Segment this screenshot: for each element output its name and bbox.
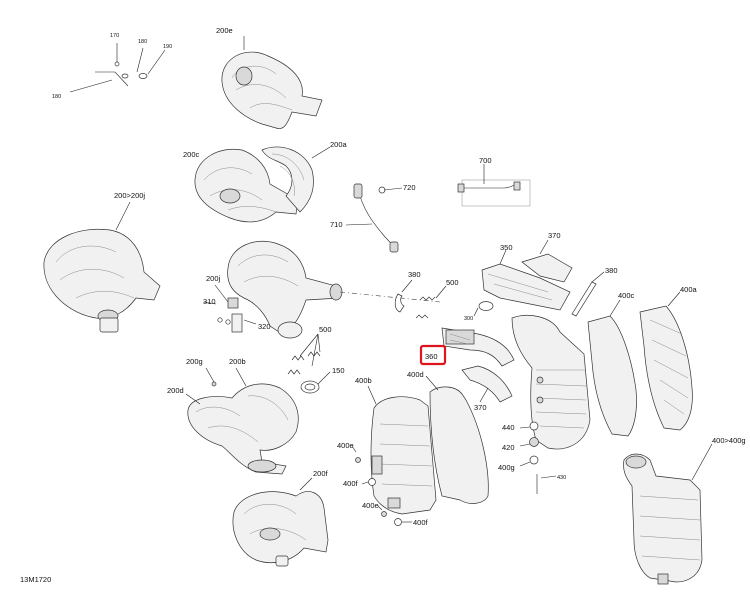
callout-150: 150: [332, 366, 345, 375]
callout-430: 430: [557, 475, 566, 481]
callout-310: 310: [203, 297, 216, 306]
heat-shield-370-top: [521, 239, 573, 283]
callout-400d: 400d: [407, 370, 424, 379]
callout-400g: 400g: [498, 463, 515, 472]
callout-500-left: 500: [319, 325, 332, 334]
springs-500: [287, 333, 321, 375]
hardware-group-170-190: [69, 43, 166, 93]
callout-500-right: 500: [446, 278, 459, 287]
callout-200e: 200e: [216, 26, 233, 35]
callout-420: 420: [502, 443, 515, 452]
diagram-code: 13M1720: [20, 575, 51, 584]
sensor-700: [457, 164, 531, 207]
silencer-cover-400d: [425, 375, 489, 504]
expansion-chamber-200c: [194, 148, 299, 223]
callout-710: 710: [330, 220, 343, 229]
callout-400-400g: 400>400g: [712, 436, 746, 445]
expansion-chamber-200a: [261, 146, 331, 213]
callout-200a: 200a: [330, 140, 348, 149]
expansion-chamber-200-200j: [43, 201, 161, 333]
callout-400f-upper: 400f: [343, 479, 359, 488]
washer-420: [529, 437, 539, 447]
callout-400b: 400b: [355, 376, 372, 385]
callout-180-top: 180: [138, 39, 147, 45]
callout-370-bottom: 370: [474, 403, 487, 412]
muffler-cover-400c: [587, 299, 637, 437]
callout-200c: 200c: [183, 150, 200, 159]
heat-shield-370-bottom: [461, 365, 513, 403]
callout-370-top: 370: [548, 231, 561, 240]
silencer-400b: [367, 385, 437, 515]
callout-200j: 200j: [206, 274, 221, 283]
silencer-assembly-400-400g: [623, 443, 713, 585]
callout-200d: 200d: [167, 386, 184, 395]
muffler-pipe-360: [441, 327, 515, 367]
callout-320: 320: [258, 322, 271, 331]
callout-360: 360: [425, 352, 438, 361]
heat-shield-350: [481, 249, 571, 311]
highlight-box-360: [419, 344, 447, 366]
nut-440: [529, 421, 539, 431]
callout-380-left: 380: [408, 270, 421, 279]
callout-350: 350: [500, 243, 513, 252]
callout-440: 440: [502, 423, 515, 432]
callout-400e-lower: 400e: [362, 501, 379, 510]
callout-400a: 400a: [680, 285, 698, 294]
callout-200-200j: 200>200j: [114, 191, 145, 200]
gasket-300: [478, 301, 494, 311]
harness-710: [345, 183, 403, 253]
callout-400f-lower: 400f: [413, 518, 429, 527]
callout-170: 170: [110, 33, 119, 39]
callout-200b: 200b: [229, 357, 246, 366]
muffler-body: [511, 315, 591, 450]
expansion-chamber-200e: [221, 36, 323, 129]
springs-500-right: [415, 296, 436, 319]
callout-700: 700: [479, 156, 492, 165]
callout-180-left: 180: [52, 94, 61, 100]
clip-380-left: [394, 293, 405, 313]
callout-720: 720: [403, 183, 416, 192]
expansion-chamber-center: [227, 240, 343, 339]
expansion-chamber-200f: [232, 477, 329, 567]
callout-400e-upper: 400e: [337, 441, 354, 450]
callout-380-right: 380: [605, 266, 618, 275]
expansion-chamber-200b-200d: [185, 367, 299, 475]
callout-300: 300: [464, 316, 473, 322]
callout-400c: 400c: [618, 291, 635, 300]
callout-200f: 200f: [313, 469, 329, 478]
callout-190: 190: [163, 44, 172, 50]
nut-400g: [529, 455, 539, 465]
muffler-cover-400a: [639, 291, 693, 431]
callout-200g: 200g: [186, 357, 203, 366]
rod-380-right: [571, 281, 597, 317]
